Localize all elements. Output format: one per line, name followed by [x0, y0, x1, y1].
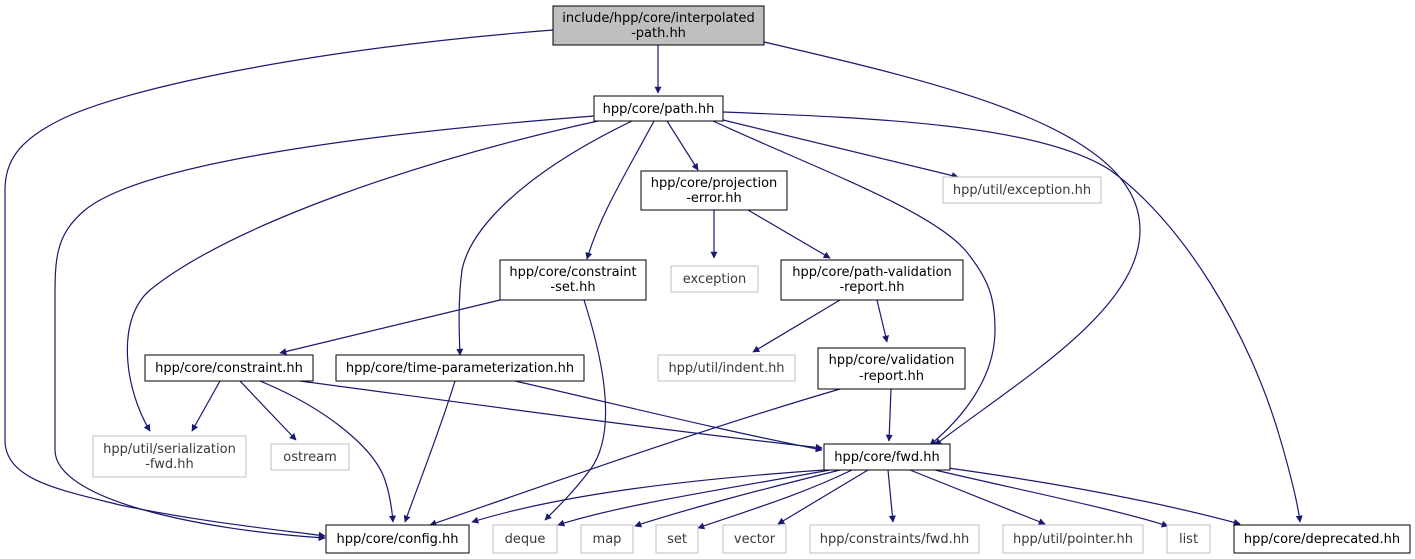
edge-constraint-config [259, 380, 396, 523]
edge-pvr-indent [752, 299, 841, 353]
node-vector[interactable]: vector [722, 524, 787, 554]
node-projection-error[interactable]: hpp/core/projection -error.hh [640, 170, 788, 211]
node-fwd[interactable]: hpp/core/fwd.hh [823, 443, 951, 471]
edge-vreport-fwd [885, 388, 893, 442]
node-label: hpp/core/time-parameterization.hh [346, 361, 574, 376]
edge-constraint-serial [191, 380, 221, 432]
node-path[interactable]: hpp/core/path.hh [593, 95, 724, 122]
node-label: -error.hh [686, 191, 742, 206]
edge-fwd-map [634, 469, 841, 528]
node-label: map [593, 532, 622, 547]
edge-constraint-ostream [239, 380, 297, 441]
edge-fwd-set [697, 469, 853, 530]
edge-interp-fwd [763, 41, 1141, 446]
node-label: hpp/core/config.hh [336, 532, 458, 547]
node-label: hpp/util/pointer.hh [1013, 532, 1133, 547]
node-label: set [667, 532, 687, 547]
node-label: -fwd.hh [145, 457, 194, 472]
node-time-parameterization[interactable]: hpp/core/time-parameterization.hh [335, 354, 585, 382]
node-config[interactable]: hpp/core/config.hh [325, 524, 470, 554]
node-util-serialization-fwd[interactable]: hpp/util/serialization -fwd.hh [92, 435, 247, 478]
node-label: hpp/core/path.hh [603, 102, 715, 117]
node-label: -report.hh [859, 369, 924, 384]
node-label: hpp/core/projection [651, 176, 778, 191]
node-label: -path.hh [631, 26, 686, 41]
node-interpolated-path[interactable]: include/hpp/core/interpolated -path.hh [552, 5, 765, 46]
edge-fwd-cfwd [887, 469, 896, 523]
node-map[interactable]: map [580, 524, 634, 554]
node-list[interactable]: list [1166, 524, 1211, 554]
node-constraint[interactable]: hpp/core/constraint.hh [144, 354, 314, 382]
edge-fwd-pointer [909, 469, 1046, 525]
node-constraint-set[interactable]: hpp/core/constraint -set.hh [499, 259, 647, 301]
node-label: hpp/core/constraint.hh [155, 361, 303, 376]
node-set[interactable]: set [655, 524, 699, 554]
edge-path-projection [666, 120, 699, 171]
node-constraints-fwd[interactable]: hpp/constraints/fwd.hh [809, 524, 980, 554]
node-label: vector [734, 532, 776, 547]
node-label: include/hpp/core/interpolated [562, 11, 755, 26]
edge-path-config [54, 115, 595, 542]
edge-path-uexc [722, 119, 959, 179]
node-validation-report[interactable]: hpp/core/validation -report.hh [817, 347, 966, 390]
edge-layer [4, 29, 1303, 542]
edge-vreport-config [429, 388, 841, 527]
node-label: list [1179, 532, 1198, 547]
node-label: hpp/core/path-validation [792, 265, 952, 280]
node-exception[interactable]: exception [670, 265, 759, 293]
edge-timep-fwd [514, 380, 823, 453]
node-deprecated[interactable]: hpp/core/deprecated.hh [1233, 524, 1411, 554]
node-util-pointer[interactable]: hpp/util/pointer.hh [1002, 524, 1144, 554]
node-label: -report.hh [839, 280, 904, 295]
node-deque[interactable]: deque [492, 524, 558, 554]
node-label: -set.hh [550, 280, 595, 295]
edge-fwd-list [934, 469, 1169, 528]
node-util-indent[interactable]: hpp/util/indent.hh [657, 354, 796, 382]
edge-path-deprecated [722, 111, 1303, 523]
node-path-validation-report[interactable]: hpp/core/path-validation -report.hh [780, 259, 964, 301]
node-util-exception[interactable]: hpp/util/exception.hh [942, 176, 1102, 204]
node-ostream[interactable]: ostream [270, 443, 350, 471]
node-label: hpp/util/exception.hh [953, 183, 1091, 198]
node-label: deque [505, 532, 546, 547]
node-label: ostream [283, 450, 337, 465]
node-label: exception [683, 272, 747, 287]
edge-fwd-config [471, 469, 825, 524]
node-label: hpp/util/serialization [103, 442, 236, 457]
edge-path-serial [126, 120, 599, 432]
node-label: hpp/core/constraint [509, 265, 636, 280]
edge-fwd-deque [557, 469, 831, 527]
node-label: hpp/core/deprecated.hh [1244, 532, 1400, 547]
edge-pvr-vreport [876, 299, 889, 343]
edge-fwd-deprecated [947, 467, 1241, 526]
edge-path-fwd [712, 120, 996, 446]
node-label: hpp/constraints/fwd.hh [820, 532, 970, 547]
edge-timep-config [403, 380, 456, 523]
node-layer: include/hpp/core/interpolated -path.hh h… [92, 5, 1411, 554]
node-label: hpp/util/indent.hh [668, 361, 784, 376]
edge-fwd-vector [777, 469, 869, 525]
edge-constraint-fwd [299, 380, 823, 451]
edge-cset-deque [544, 299, 607, 521]
edge-projection-pvr [747, 209, 831, 259]
edge-interp-config [4, 29, 554, 539]
node-label: hpp/core/validation [829, 353, 955, 368]
edge-path-cset [585, 120, 655, 260]
node-label: hpp/core/fwd.hh [834, 450, 940, 465]
edge-path-timep [456, 120, 633, 356]
edge-cset-constraint [279, 299, 501, 355]
